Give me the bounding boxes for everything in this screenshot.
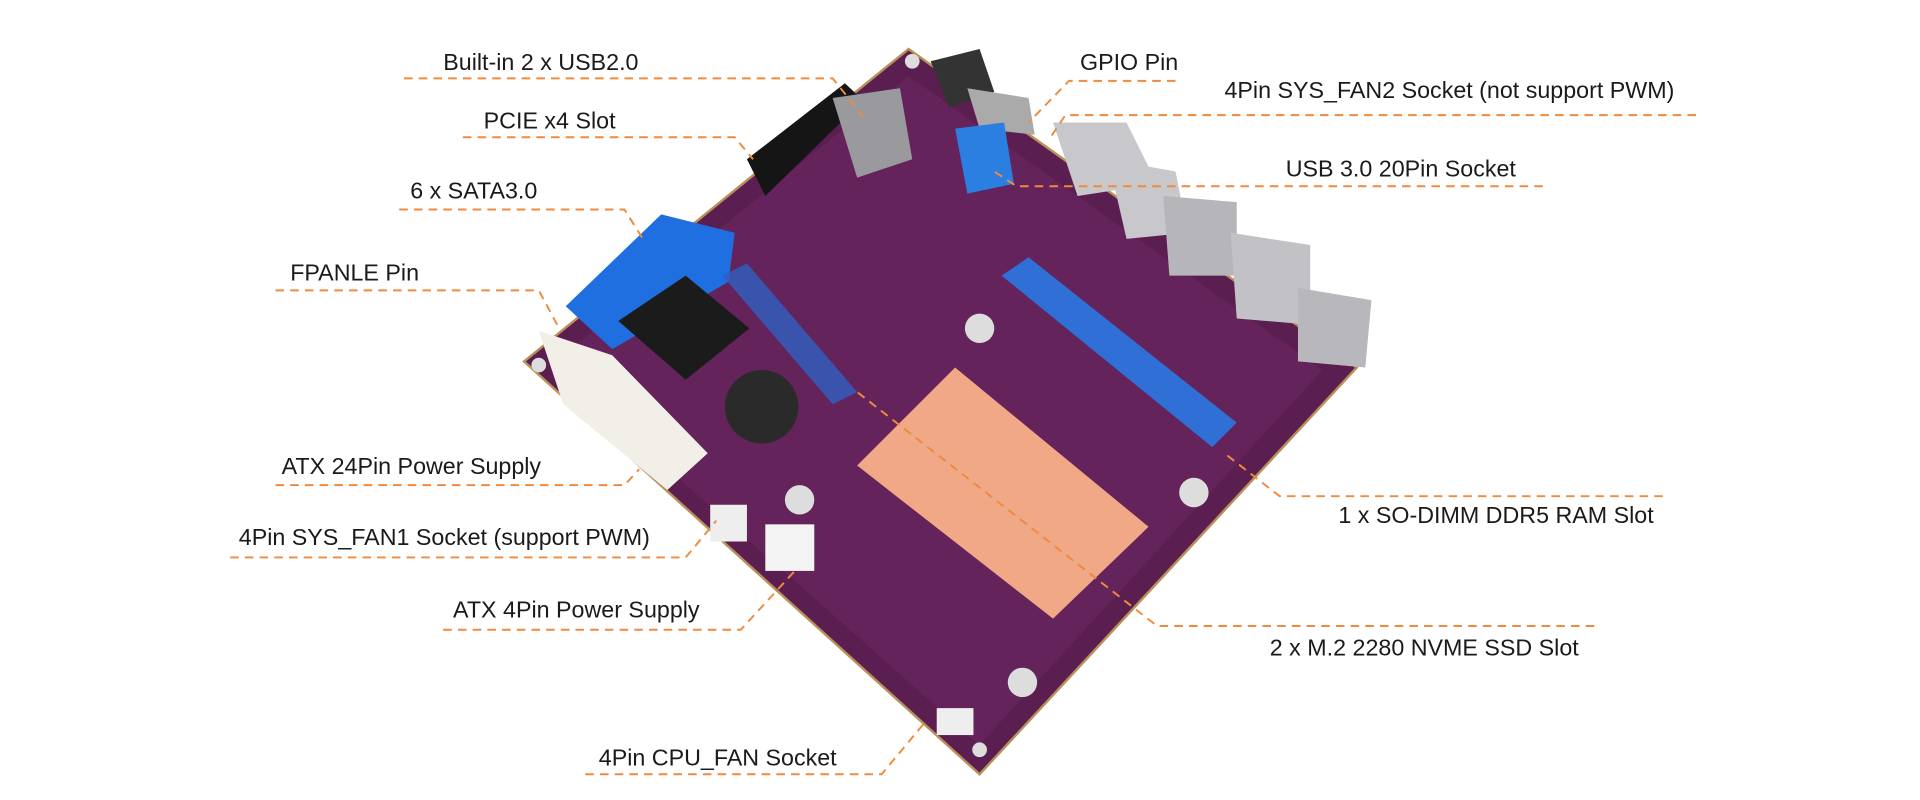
label-atx4: ATX 4Pin Power Supply — [453, 596, 700, 622]
label-gpio: GPIO Pin — [1080, 49, 1178, 75]
label-sysfan2: 4Pin SYS_FAN2 Socket (not support PWM) — [1224, 77, 1674, 103]
leader-fpanel — [275, 289, 559, 326]
leader-usb3 — [993, 170, 1543, 188]
label-cpufan: 4Pin CPU_FAN Socket — [599, 745, 837, 771]
motherboard-image — [522, 47, 1372, 776]
leader-m2 — [856, 391, 1595, 628]
leader-sysfan1 — [230, 520, 718, 559]
label-atx24: ATX 24Pin Power Supply — [282, 453, 542, 479]
leader-sodimm — [1223, 452, 1663, 498]
leader-cpufan — [585, 722, 926, 776]
leader-sata — [399, 208, 644, 240]
label-sata: 6 x SATA3.0 — [410, 177, 537, 203]
label-usb2: Built-in 2 x USB2.0 — [443, 49, 638, 75]
label-usb3: USB 3.0 20Pin Socket — [1286, 155, 1517, 181]
leader-gpio — [1027, 79, 1176, 124]
leader-sysfan2 — [1049, 114, 1696, 138]
label-sysfan1: 4Pin SYS_FAN1 Socket (support PWM) — [239, 524, 650, 550]
leader-pcie — [462, 136, 754, 160]
label-m2: 2 x M.2 2280 NVME SSD Slot — [1270, 634, 1579, 660]
label-fpanel: FPANLE Pin — [290, 260, 419, 286]
label-pcie: PCIE x4 Slot — [484, 108, 616, 134]
label-sodimm: 1 x SO-DIMM DDR5 RAM Slot — [1338, 502, 1654, 528]
leader-usb2 — [404, 77, 865, 118]
leader-atx4 — [443, 569, 797, 631]
